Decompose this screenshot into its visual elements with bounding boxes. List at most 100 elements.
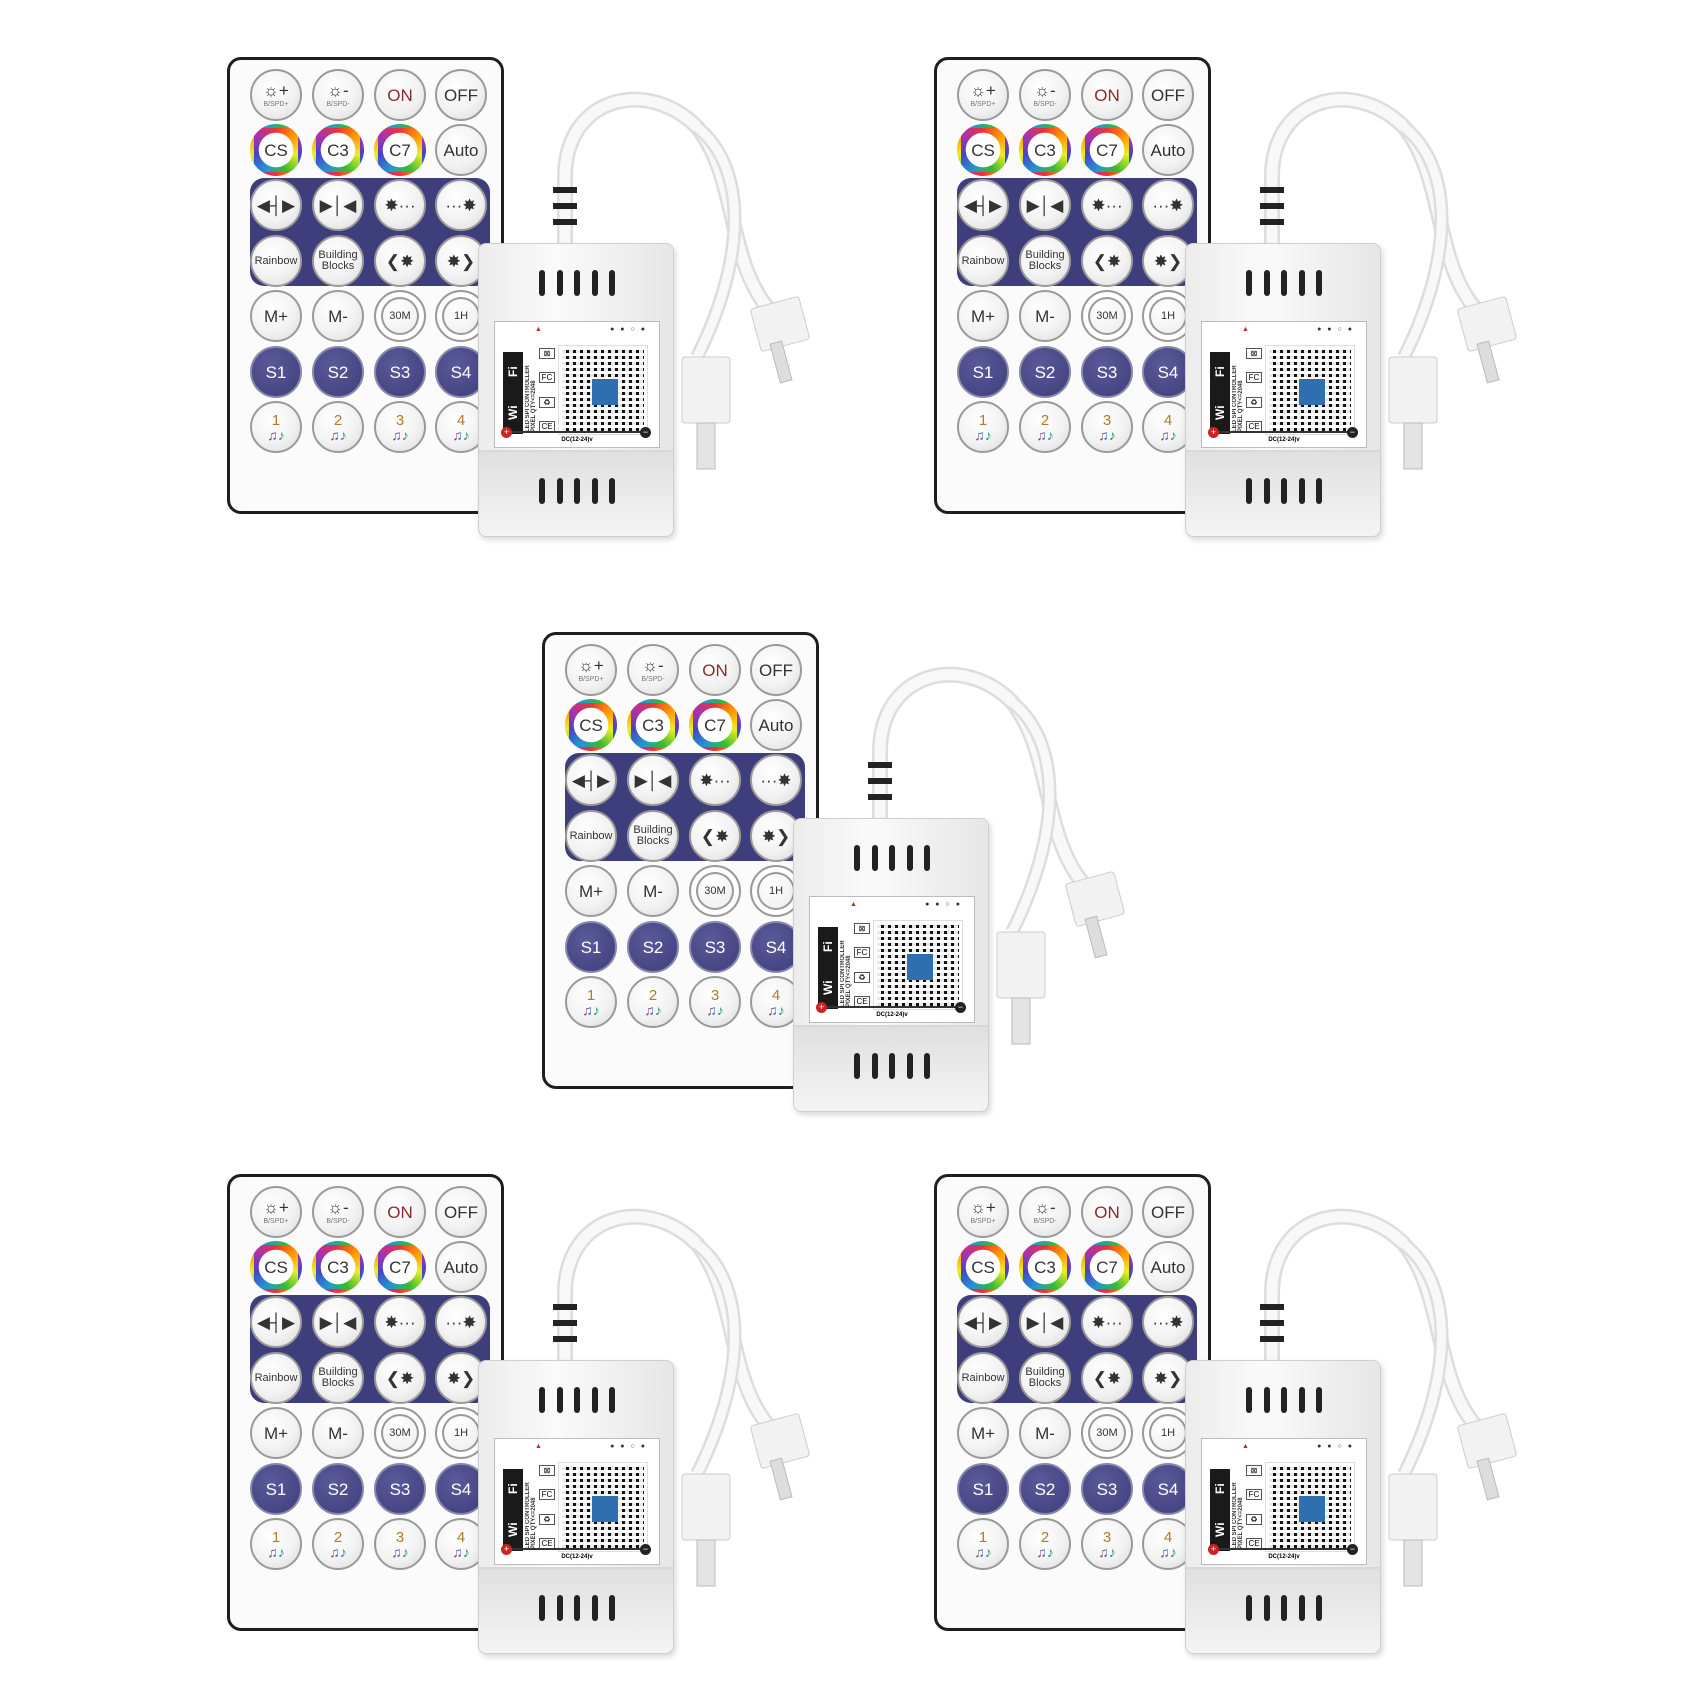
remote-button-s2[interactable]: S2	[312, 1463, 364, 1515]
remote-button-on[interactable]: ON	[374, 69, 426, 121]
remote-button-building-blocks[interactable]: Building Blocks	[312, 1352, 364, 1404]
remote-button-flow-left-icon[interactable]: ···✸	[435, 179, 487, 231]
remote-button-cs[interactable]: CS	[250, 1241, 302, 1293]
remote-button-s3[interactable]: S3	[689, 921, 741, 973]
remote-button-cs[interactable]: CS	[957, 124, 1009, 176]
remote-button-expand-arrows-icon[interactable]: ◀┤▶	[957, 179, 1009, 231]
remote-button-spark-left-icon[interactable]: ❮✸	[689, 810, 741, 862]
remote-button-flow-left-icon[interactable]: ···✸	[1142, 1296, 1194, 1348]
remote-button-m-[interactable]: M+	[565, 865, 617, 917]
remote-button-auto[interactable]: Auto	[750, 699, 802, 751]
remote-button-s2[interactable]: S2	[312, 346, 364, 398]
remote-button-spark-left-icon[interactable]: ❮✸	[374, 235, 426, 287]
remote-button-flow-right-icon[interactable]: ✸···	[1081, 179, 1133, 231]
remote-button-expand-arrows-icon[interactable]: ◀┤▶	[565, 754, 617, 806]
remote-button-s1[interactable]: S1	[957, 346, 1009, 398]
remote-button-expand-arrows-icon[interactable]: ◀┤▶	[250, 1296, 302, 1348]
remote-button-2[interactable]: 2♫♪	[1019, 401, 1071, 453]
remote-button-off[interactable]: OFF	[750, 644, 802, 696]
remote-button-rainbow[interactable]: Rainbow	[565, 810, 617, 862]
remote-button-30m[interactable]: 30M	[374, 1407, 426, 1459]
remote-button-c3[interactable]: C3	[627, 699, 679, 751]
remote-button-c7[interactable]: C7	[374, 124, 426, 176]
remote-button-30m[interactable]: 30M	[1081, 290, 1133, 342]
remote-button-auto[interactable]: Auto	[1142, 1241, 1194, 1293]
remote-button-c7[interactable]: C7	[1081, 1241, 1133, 1293]
remote-button-s1[interactable]: S1	[250, 1463, 302, 1515]
remote-button-on[interactable]: ON	[1081, 1186, 1133, 1238]
remote-button-brightness-down-icon[interactable]: ☼-B/SPD-	[627, 644, 679, 696]
remote-button-brightness-up-icon[interactable]: ☼+B/SPD+	[250, 69, 302, 121]
remote-button-1[interactable]: 1♫♪	[250, 401, 302, 453]
remote-button-rainbow[interactable]: Rainbow	[957, 1352, 1009, 1404]
remote-button-spark-left-icon[interactable]: ❮✸	[1081, 1352, 1133, 1404]
remote-button-c3[interactable]: C3	[312, 124, 364, 176]
remote-button-s1[interactable]: S1	[565, 921, 617, 973]
remote-button-3[interactable]: 3♫♪	[689, 976, 741, 1028]
remote-button-expand-arrows-icon[interactable]: ◀┤▶	[957, 1296, 1009, 1348]
remote-button-m-[interactable]: M-	[312, 290, 364, 342]
remote-button-c7[interactable]: C7	[1081, 124, 1133, 176]
remote-button-collapse-arrows-icon[interactable]: ▶│◀	[312, 1296, 364, 1348]
remote-button-s3[interactable]: S3	[1081, 1463, 1133, 1515]
remote-button-1[interactable]: 1♫♪	[957, 1518, 1009, 1570]
remote-button-cs[interactable]: CS	[565, 699, 617, 751]
remote-button-brightness-down-icon[interactable]: ☼-B/SPD-	[312, 69, 364, 121]
remote-button-s3[interactable]: S3	[1081, 346, 1133, 398]
remote-button-c3[interactable]: C3	[312, 1241, 364, 1293]
remote-button-c3[interactable]: C3	[1019, 1241, 1071, 1293]
remote-button-collapse-arrows-icon[interactable]: ▶│◀	[1019, 179, 1071, 231]
remote-button-2[interactable]: 2♫♪	[312, 401, 364, 453]
remote-button-s3[interactable]: S3	[374, 346, 426, 398]
remote-button-m-[interactable]: M-	[627, 865, 679, 917]
remote-button-flow-left-icon[interactable]: ···✸	[1142, 179, 1194, 231]
remote-button-2[interactable]: 2♫♪	[1019, 1518, 1071, 1570]
remote-button-m-[interactable]: M+	[250, 1407, 302, 1459]
remote-button-brightness-down-icon[interactable]: ☼-B/SPD-	[312, 1186, 364, 1238]
remote-button-collapse-arrows-icon[interactable]: ▶│◀	[627, 754, 679, 806]
remote-button-30m[interactable]: 30M	[689, 865, 741, 917]
remote-button-spark-left-icon[interactable]: ❮✸	[1081, 235, 1133, 287]
remote-button-brightness-down-icon[interactable]: ☼-B/SPD-	[1019, 69, 1071, 121]
remote-button-s1[interactable]: S1	[957, 1463, 1009, 1515]
remote-button-auto[interactable]: Auto	[1142, 124, 1194, 176]
remote-button-brightness-up-icon[interactable]: ☼+B/SPD+	[957, 1186, 1009, 1238]
remote-button-1[interactable]: 1♫♪	[250, 1518, 302, 1570]
remote-button-auto[interactable]: Auto	[435, 124, 487, 176]
remote-button-expand-arrows-icon[interactable]: ◀┤▶	[250, 179, 302, 231]
remote-button-flow-left-icon[interactable]: ···✸	[750, 754, 802, 806]
remote-button-off[interactable]: OFF	[435, 1186, 487, 1238]
remote-button-c3[interactable]: C3	[1019, 124, 1071, 176]
remote-button-s2[interactable]: S2	[1019, 346, 1071, 398]
remote-button-flow-right-icon[interactable]: ✸···	[374, 1296, 426, 1348]
remote-button-on[interactable]: ON	[374, 1186, 426, 1238]
remote-button-brightness-up-icon[interactable]: ☼+B/SPD+	[250, 1186, 302, 1238]
remote-button-2[interactable]: 2♫♪	[627, 976, 679, 1028]
remote-button-s3[interactable]: S3	[374, 1463, 426, 1515]
remote-button-rainbow[interactable]: Rainbow	[250, 235, 302, 287]
remote-button-rainbow[interactable]: Rainbow	[957, 235, 1009, 287]
remote-button-flow-left-icon[interactable]: ···✸	[435, 1296, 487, 1348]
remote-button-30m[interactable]: 30M	[374, 290, 426, 342]
remote-button-m-[interactable]: M+	[957, 290, 1009, 342]
remote-button-spark-left-icon[interactable]: ❮✸	[374, 1352, 426, 1404]
remote-button-c7[interactable]: C7	[689, 699, 741, 751]
remote-button-building-blocks[interactable]: Building Blocks	[1019, 235, 1071, 287]
remote-button-m-[interactable]: M-	[312, 1407, 364, 1459]
remote-button-3[interactable]: 3♫♪	[374, 1518, 426, 1570]
remote-button-building-blocks[interactable]: Building Blocks	[312, 235, 364, 287]
remote-button-collapse-arrows-icon[interactable]: ▶│◀	[1019, 1296, 1071, 1348]
remote-button-collapse-arrows-icon[interactable]: ▶│◀	[312, 179, 364, 231]
remote-button-on[interactable]: ON	[1081, 69, 1133, 121]
remote-button-m-[interactable]: M-	[1019, 1407, 1071, 1459]
remote-button-s2[interactable]: S2	[627, 921, 679, 973]
remote-button-m-[interactable]: M+	[250, 290, 302, 342]
remote-button-off[interactable]: OFF	[1142, 1186, 1194, 1238]
remote-button-rainbow[interactable]: Rainbow	[250, 1352, 302, 1404]
remote-button-3[interactable]: 3♫♪	[374, 401, 426, 453]
remote-button-c7[interactable]: C7	[374, 1241, 426, 1293]
remote-button-1[interactable]: 1♫♪	[565, 976, 617, 1028]
remote-button-auto[interactable]: Auto	[435, 1241, 487, 1293]
remote-button-m-[interactable]: M-	[1019, 290, 1071, 342]
remote-button-on[interactable]: ON	[689, 644, 741, 696]
